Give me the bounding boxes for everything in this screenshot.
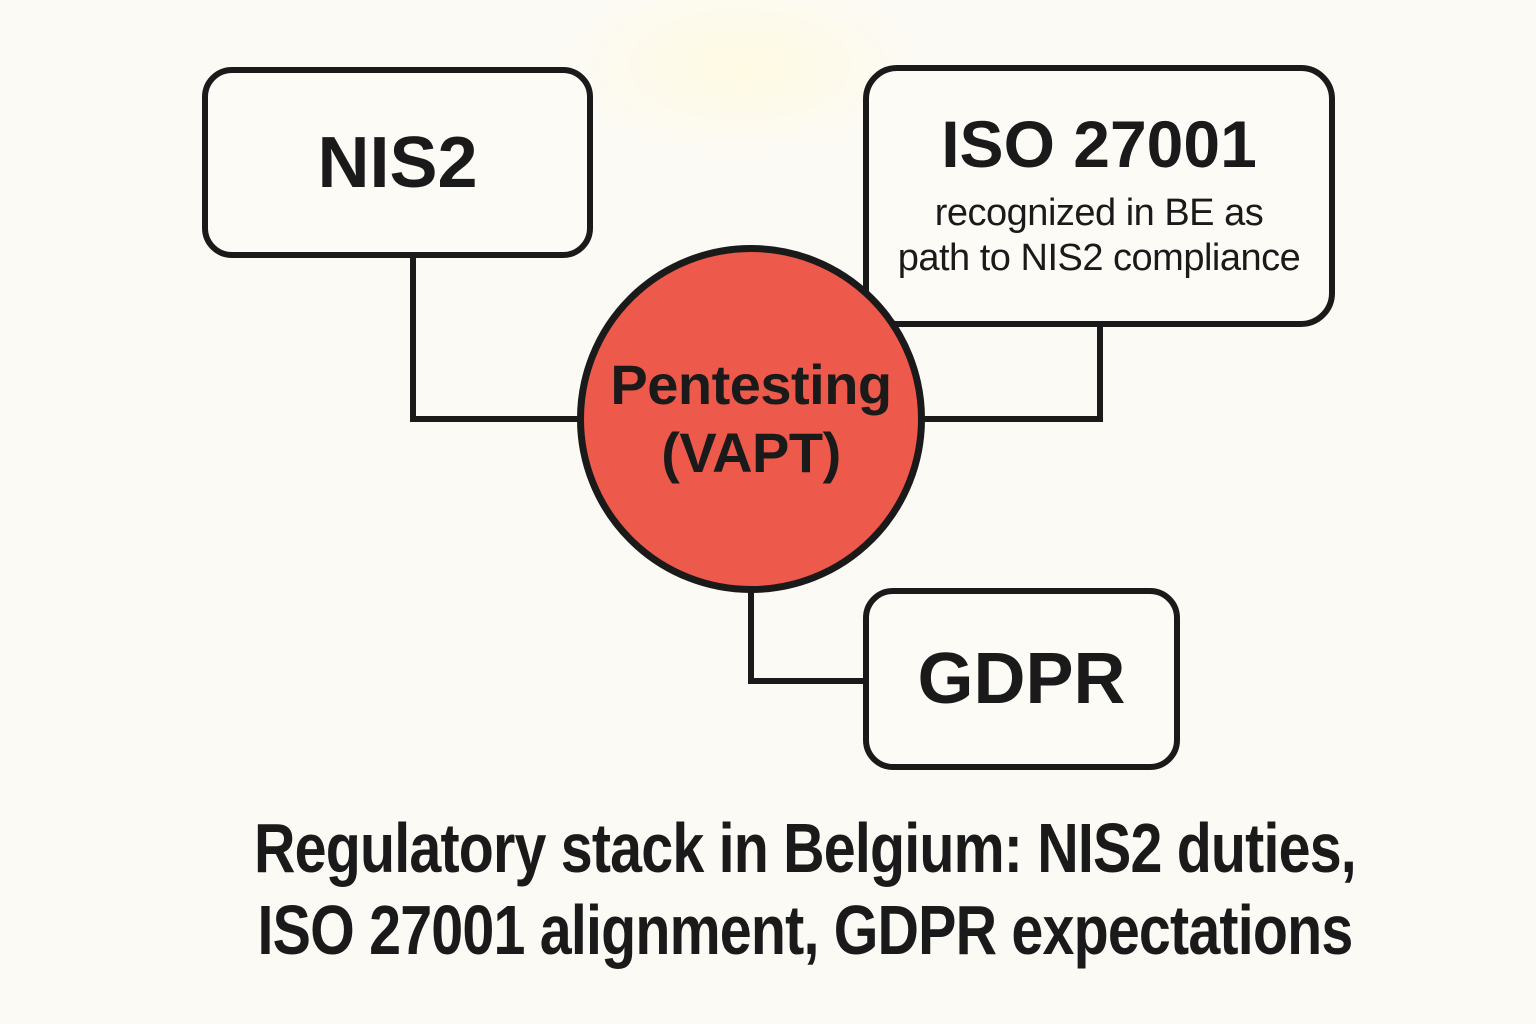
gdpr-label: GDPR (917, 639, 1126, 719)
connector-gdpr-vertical (748, 585, 754, 684)
connector-iso-vertical (1097, 323, 1103, 422)
diagram-caption: Regulatory stack in Belgium: NIS2 duties… (70, 808, 1536, 972)
iso27001-subtitle: recognized in BE as path to NIS2 complia… (898, 191, 1301, 281)
connector-nis2-vertical (410, 256, 416, 422)
node-pentesting-circle: Pentesting (VAPT) (577, 245, 925, 593)
connector-iso-horizontal (905, 416, 1103, 422)
node-nis2: NIS2 (202, 67, 593, 258)
pentesting-label-line1: Pentesting (610, 352, 892, 416)
node-gdpr: GDPR (863, 588, 1180, 770)
pentesting-label-line2: (VAPT) (661, 421, 841, 484)
iso27001-title: ISO 27001 (941, 107, 1257, 182)
caption-line1: Regulatory stack in Belgium: NIS2 duties… (254, 809, 1357, 887)
iso27001-subtitle-line1: recognized in BE as (934, 192, 1264, 235)
connector-nis2-horizontal (410, 416, 596, 422)
caption-line2: ISO 27001 alignment, GDPR expectations (257, 890, 1354, 969)
connector-gdpr-horizontal (748, 678, 870, 684)
nis2-label: NIS2 (317, 122, 478, 203)
node-iso27001: ISO 27001 recognized in BE as path to NI… (863, 65, 1335, 327)
iso27001-subtitle-line2: path to NIS2 compliance (897, 237, 1301, 279)
